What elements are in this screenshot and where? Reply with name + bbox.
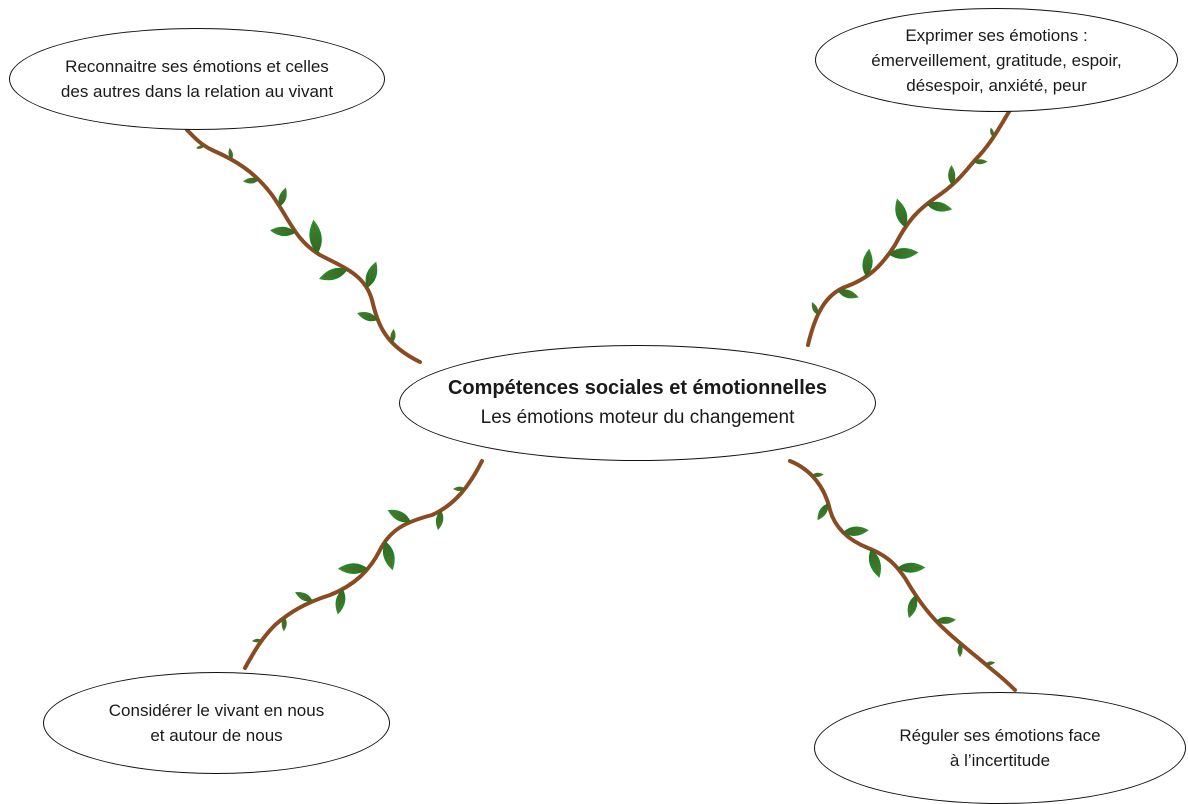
branch-node-line: à l’incertitude — [950, 748, 1050, 773]
leaf-vein — [813, 475, 822, 476]
branch-node-line: Reconnaitre ses émotions et celles — [65, 54, 329, 79]
branch-node-line: émerveillement, gratitude, espoir, — [871, 48, 1121, 73]
branch-node-line: désespoir, anxiété, peur — [906, 73, 1087, 98]
leaf-vein — [284, 619, 285, 629]
branch-node-line: Considérer le vivant en nous — [109, 698, 324, 723]
vine-branch-top-right — [808, 110, 1010, 345]
central-topic-title: Compétences sociales et émotionnelles — [448, 373, 827, 403]
branch-node-bottom-left: Considérer le vivant en nous et autour d… — [43, 672, 390, 774]
vine-branch-top-left — [187, 130, 420, 362]
branch-node-top-right: Exprimer ses émotions : émerveillement, … — [815, 8, 1178, 112]
vine-branch-bottom-left — [245, 461, 482, 668]
central-topic-subtitle: Les émotions moteur du changement — [481, 403, 795, 433]
central-topic: Compétences sociales et émotionnelles Le… — [399, 345, 876, 461]
branch-node-line: Réguler ses émotions face — [899, 723, 1100, 748]
branch-node-top-left: Reconnaitre ses émotions et celles des a… — [9, 28, 385, 130]
branch-node-line: des autres dans la relation au vivant — [61, 79, 333, 104]
branch-node-line: Exprimer ses émotions : — [905, 23, 1087, 48]
leaf-vein — [253, 640, 260, 641]
mind-map: Compétences sociales et émotionnelles Le… — [0, 0, 1188, 785]
branch-node-bottom-right: Réguler ses émotions face à l’incertitud… — [814, 692, 1186, 804]
branch-node-line: et autour de nous — [150, 723, 282, 748]
vine-branch-bottom-right — [790, 461, 1015, 690]
